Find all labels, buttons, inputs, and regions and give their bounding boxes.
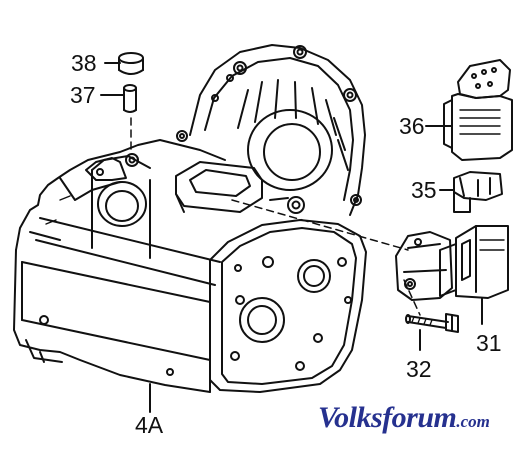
watermark-logo: Volksforum.com	[318, 403, 490, 433]
part-36-connector	[443, 59, 513, 161]
callout-38: 38	[71, 50, 97, 76]
callout-4a: 4A	[135, 412, 164, 438]
part-35-clip	[453, 171, 503, 213]
mounting-bracket	[395, 231, 453, 301]
watermark-domain: .com	[456, 412, 490, 431]
callout-37: 37	[70, 82, 96, 108]
callout-36: 36	[399, 113, 425, 139]
gearbox-housing	[13, 44, 367, 393]
part-32-bolt	[405, 313, 459, 333]
part-31-switch	[439, 225, 509, 299]
callout-35: 35	[411, 177, 437, 203]
part-38-cap	[118, 52, 144, 75]
leader-lines	[100, 62, 483, 413]
assembly-lines	[130, 117, 421, 316]
watermark-name: Volksforum	[318, 401, 457, 434]
callout-32: 32	[406, 356, 432, 382]
part-37-pin	[123, 84, 137, 113]
callout-31: 31	[476, 330, 502, 356]
